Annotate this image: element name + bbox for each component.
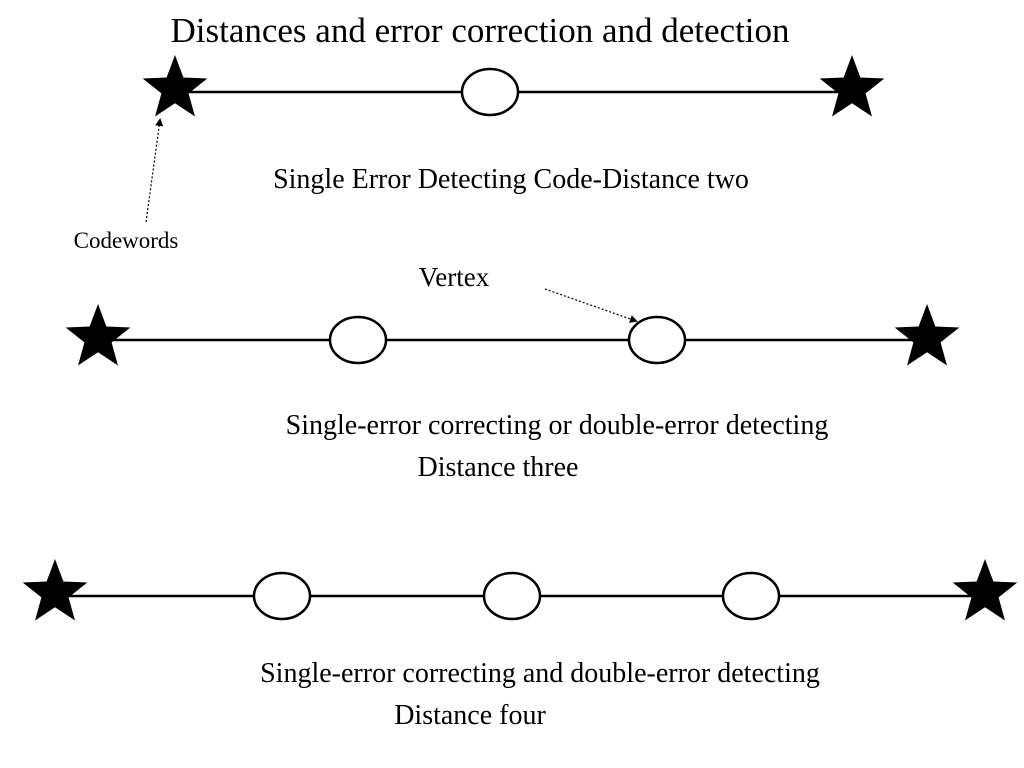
- vertex: [252, 571, 312, 621]
- row-caption: Distance three: [418, 452, 579, 483]
- codewords-label: Codewords: [74, 228, 179, 253]
- row-distance-four: Single-error correcting and double-error…: [22, 559, 1018, 731]
- vertex: [460, 67, 520, 117]
- vertex: [328, 315, 388, 365]
- codeword-star-icon: [65, 304, 131, 366]
- slide-title: Distances and error correction and detec…: [170, 11, 789, 50]
- row-distance-three: Single-error correcting or double-error …: [65, 304, 960, 483]
- vertex: [482, 571, 542, 621]
- row-caption: Single-error correcting and double-error…: [260, 658, 820, 689]
- vertex: [627, 315, 687, 365]
- codeword-star-icon: [952, 559, 1018, 621]
- pointer-arrow: [544, 288, 638, 323]
- row-caption: Single Error Detecting Code-Distance two: [273, 164, 749, 195]
- row-distance-two: Single Error Detecting Code-Distance two: [142, 55, 885, 195]
- pointer-arrow: [145, 118, 164, 223]
- codeword-star-icon: [142, 55, 208, 117]
- vertex-label: Vertex: [419, 262, 490, 292]
- vertex: [721, 571, 781, 621]
- row-caption: Distance four: [394, 700, 546, 731]
- codeword-star-icon: [22, 559, 88, 621]
- codewords-annotation: Codewords: [74, 118, 179, 253]
- codeword-star-icon: [894, 304, 960, 366]
- row-caption: Single-error correcting or double-error …: [286, 410, 829, 441]
- vertex-annotation: Vertex: [419, 262, 638, 323]
- codeword-star-icon: [819, 55, 885, 117]
